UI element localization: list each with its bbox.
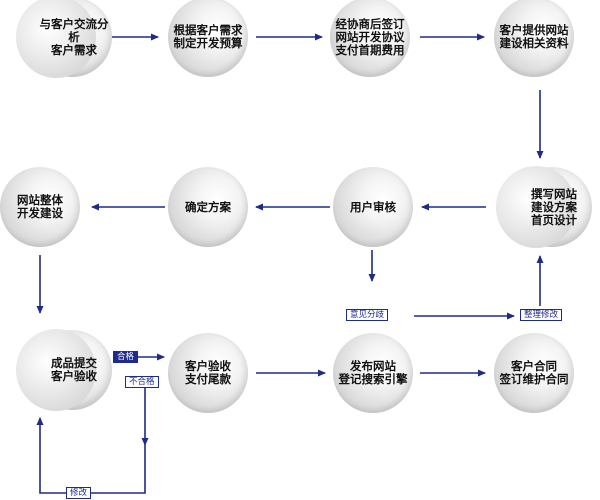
- node-budget: 根据客户需求 制定开发预算: [168, 0, 248, 77]
- fail-tag: 不合格: [125, 376, 159, 388]
- node-analyze-requirements: 与客户交流分析 客户需求: [16, 0, 112, 78]
- node-final-payment: 客户验收 支付尾款: [168, 333, 248, 413]
- node-label: 网站整体 开发建设: [17, 193, 63, 220]
- node-label: 撰写网站 建设方案 首页设计: [531, 186, 577, 227]
- node-label: 客户合同 签订维护合同: [499, 359, 569, 386]
- feedback-tag: 意见分歧: [346, 309, 389, 321]
- modify-tag: 修改: [66, 487, 92, 499]
- node-user-review: 用户审核: [333, 167, 413, 247]
- node-client-materials: 客户提供网站 建设相关资料: [494, 0, 574, 77]
- node-label: 确定方案: [185, 199, 231, 214]
- node-sign-agreement: 经协商后签订 网站开发协议 支付首期费用: [330, 0, 410, 77]
- arrow-fail: [135, 381, 149, 446]
- node-label: 根据客户需求 制定开发预算: [173, 23, 243, 50]
- node-label: 发布网站 登记搜索引擎: [338, 359, 408, 386]
- node-label: 客户提供网站 建设相关资料: [499, 23, 569, 50]
- node-label: 经协商后签订 网站开发协议 支付首期费用: [335, 16, 405, 57]
- arrow-modify: [36, 417, 146, 494]
- node-label: 与客户交流分析 客户需求: [39, 16, 109, 57]
- node-confirm-plan: 确定方案: [168, 167, 248, 247]
- node-label: 用户审核: [350, 199, 396, 214]
- node-publish-site: 发布网站 登记搜索引擎: [333, 333, 413, 413]
- pass-tag: 合格: [113, 351, 139, 363]
- node-label: 成品提交 客户验收: [51, 356, 97, 383]
- node-write-proposal: 撰写网站 建设方案 首页设计: [496, 166, 592, 248]
- node-submit-acceptance: 成品提交 客户验收: [16, 329, 112, 411]
- node-site-development: 网站整体 开发建设: [0, 167, 80, 247]
- node-maintenance-contract: 客户合同 签订维护合同: [494, 333, 574, 413]
- node-label: 客户验收 支付尾款: [185, 359, 231, 386]
- revise-tag: 整理修改: [520, 309, 563, 321]
